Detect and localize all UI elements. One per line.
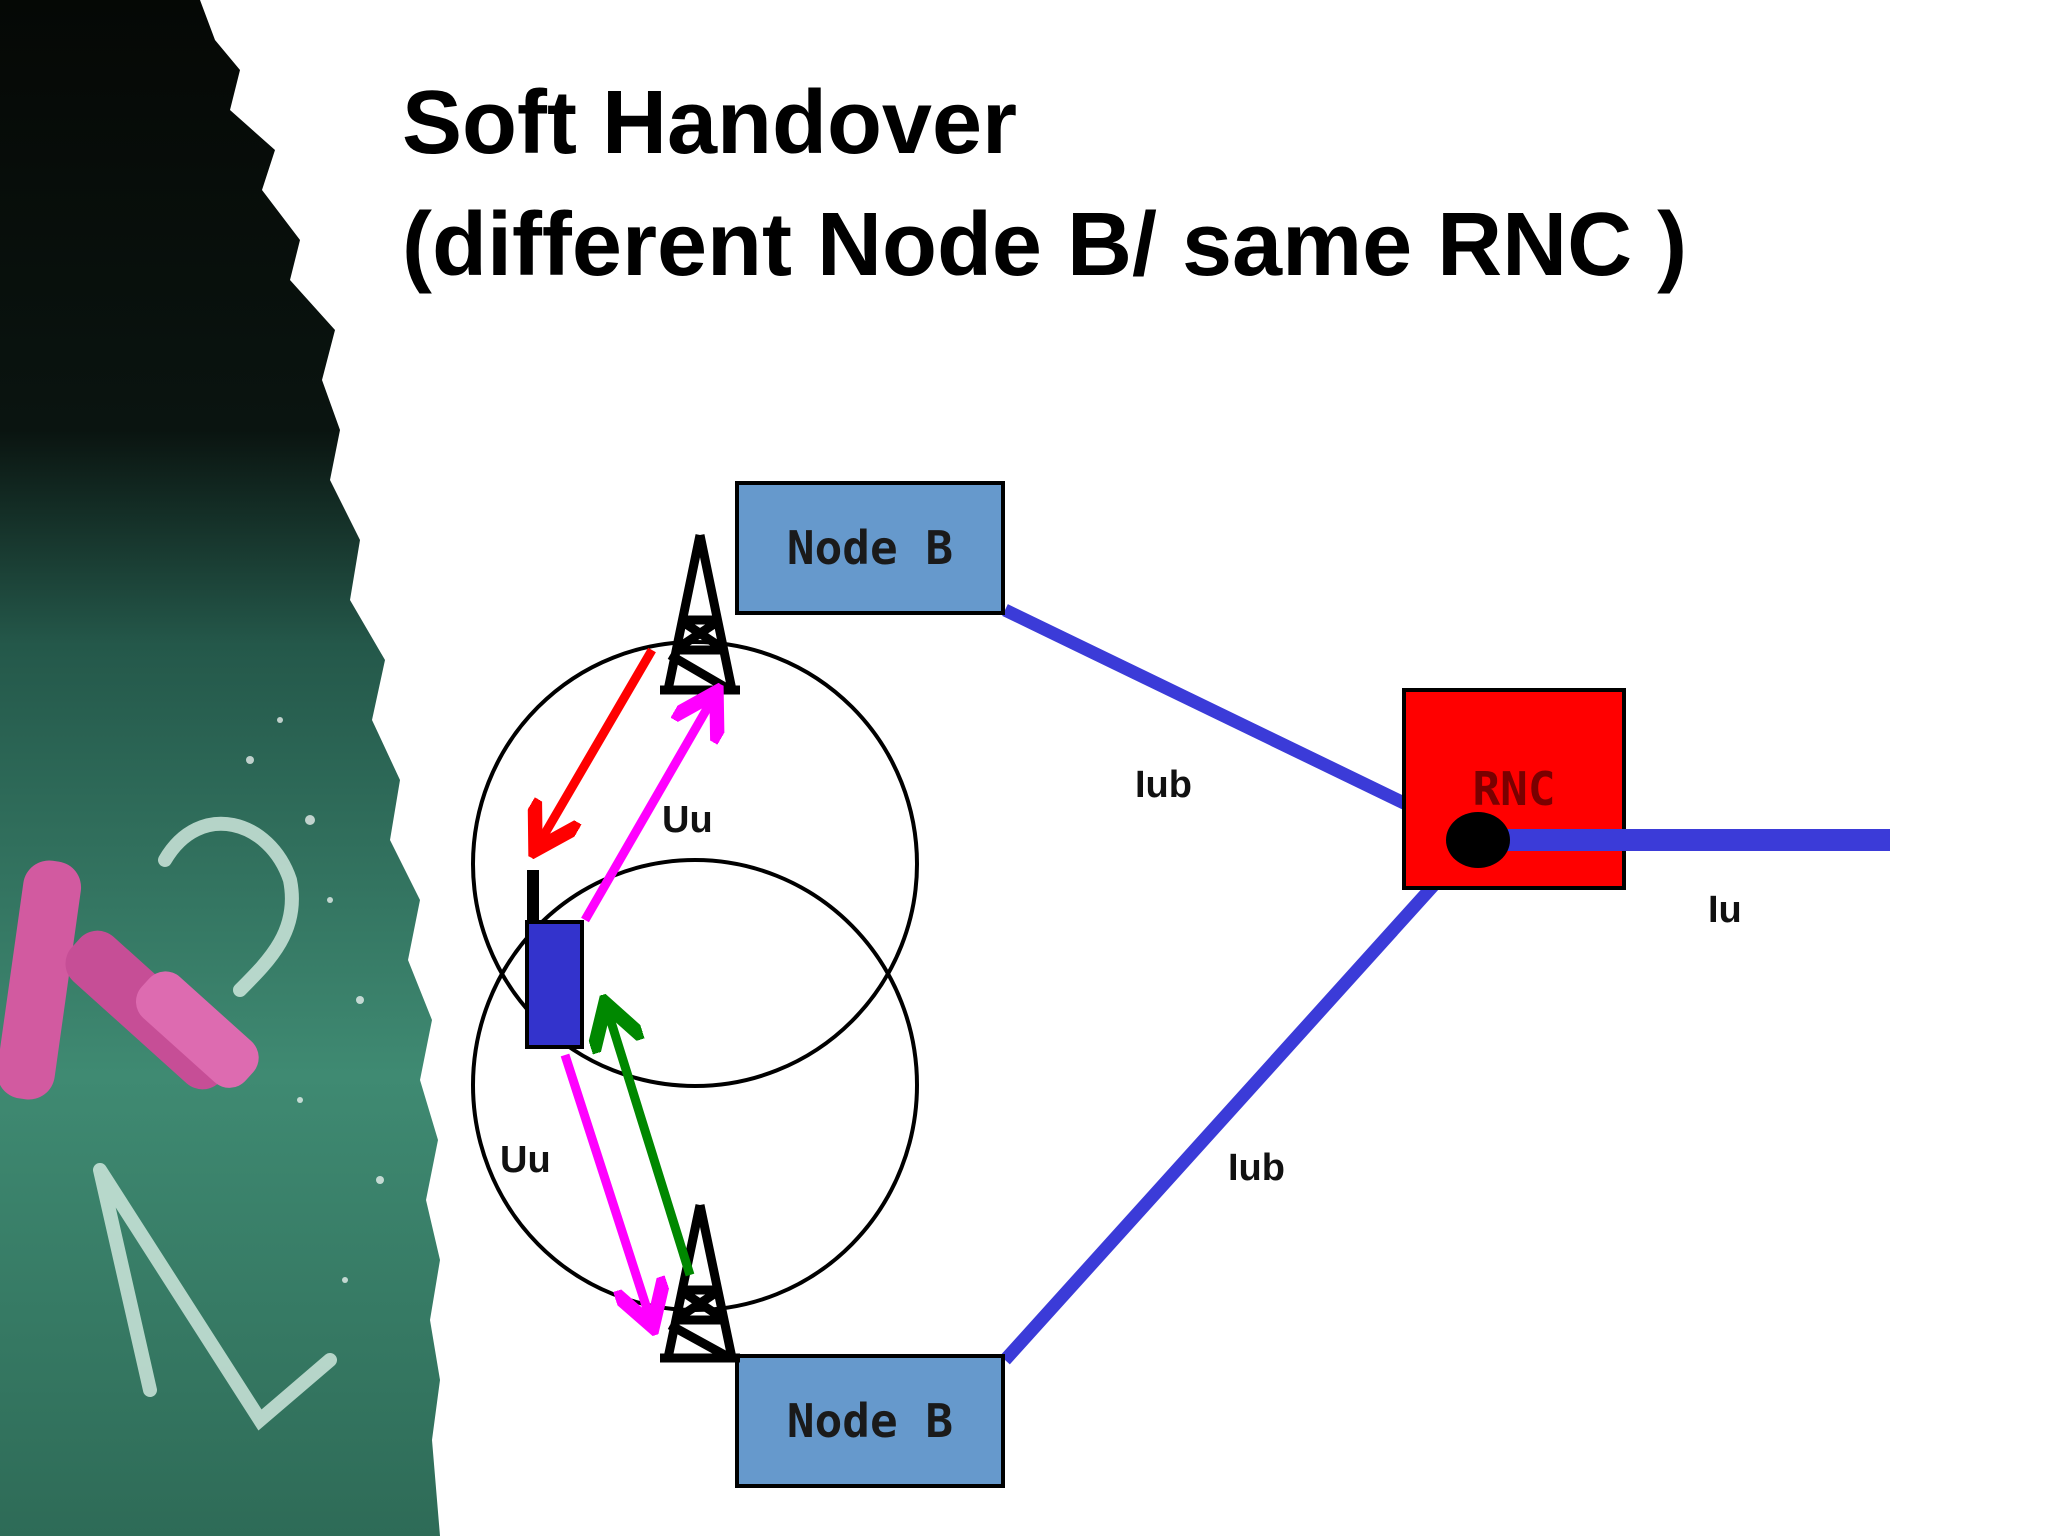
iu-label: Iu [1708, 889, 1742, 931]
iub-lower-label: Iub [1228, 1147, 1285, 1189]
downlink-arrow-red [540, 647, 656, 842]
uu-upper-label: Uu [662, 799, 713, 841]
slide-title-line-1: Soft Handover [402, 73, 1018, 173]
node-b-top: Node B [735, 481, 1005, 615]
mobile-phone-icon [525, 870, 584, 1049]
node-b-bottom: Node B [735, 1354, 1005, 1488]
chalk-scribble [93, 816, 337, 1431]
iub-lower-link [1000, 840, 1475, 1365]
iub-upper-link [1002, 604, 1473, 841]
slide-title-line-2: (different Node B/ same RNC ) [402, 195, 1688, 295]
chalkboard-background [0, 0, 440, 1536]
antenna-tower-icon [660, 1204, 740, 1363]
node-b-top-label: Node B [787, 521, 953, 575]
rnc: RNC [1402, 688, 1626, 890]
node-b-bottom-label: Node B [787, 1394, 953, 1448]
chalk-stick-icon [0, 860, 259, 1100]
chalk-dust [246, 717, 384, 1283]
rnc-label: RNC [1472, 762, 1555, 816]
iub-upper-label: Iub [1135, 764, 1192, 806]
uplink-arrow-magenta-lower [560, 1053, 650, 1318]
rnc-junction [1446, 812, 1510, 868]
slide-title: Soft Handover (different Node B/ same RN… [402, 62, 1687, 306]
uplink-arrow-magenta-upper [581, 700, 712, 923]
chalkboard-edge [0, 0, 440, 1536]
downlink-arrow-green [608, 1012, 695, 1277]
antenna-tower-icon [660, 534, 740, 695]
uu-lower-label: Uu [500, 1139, 551, 1181]
